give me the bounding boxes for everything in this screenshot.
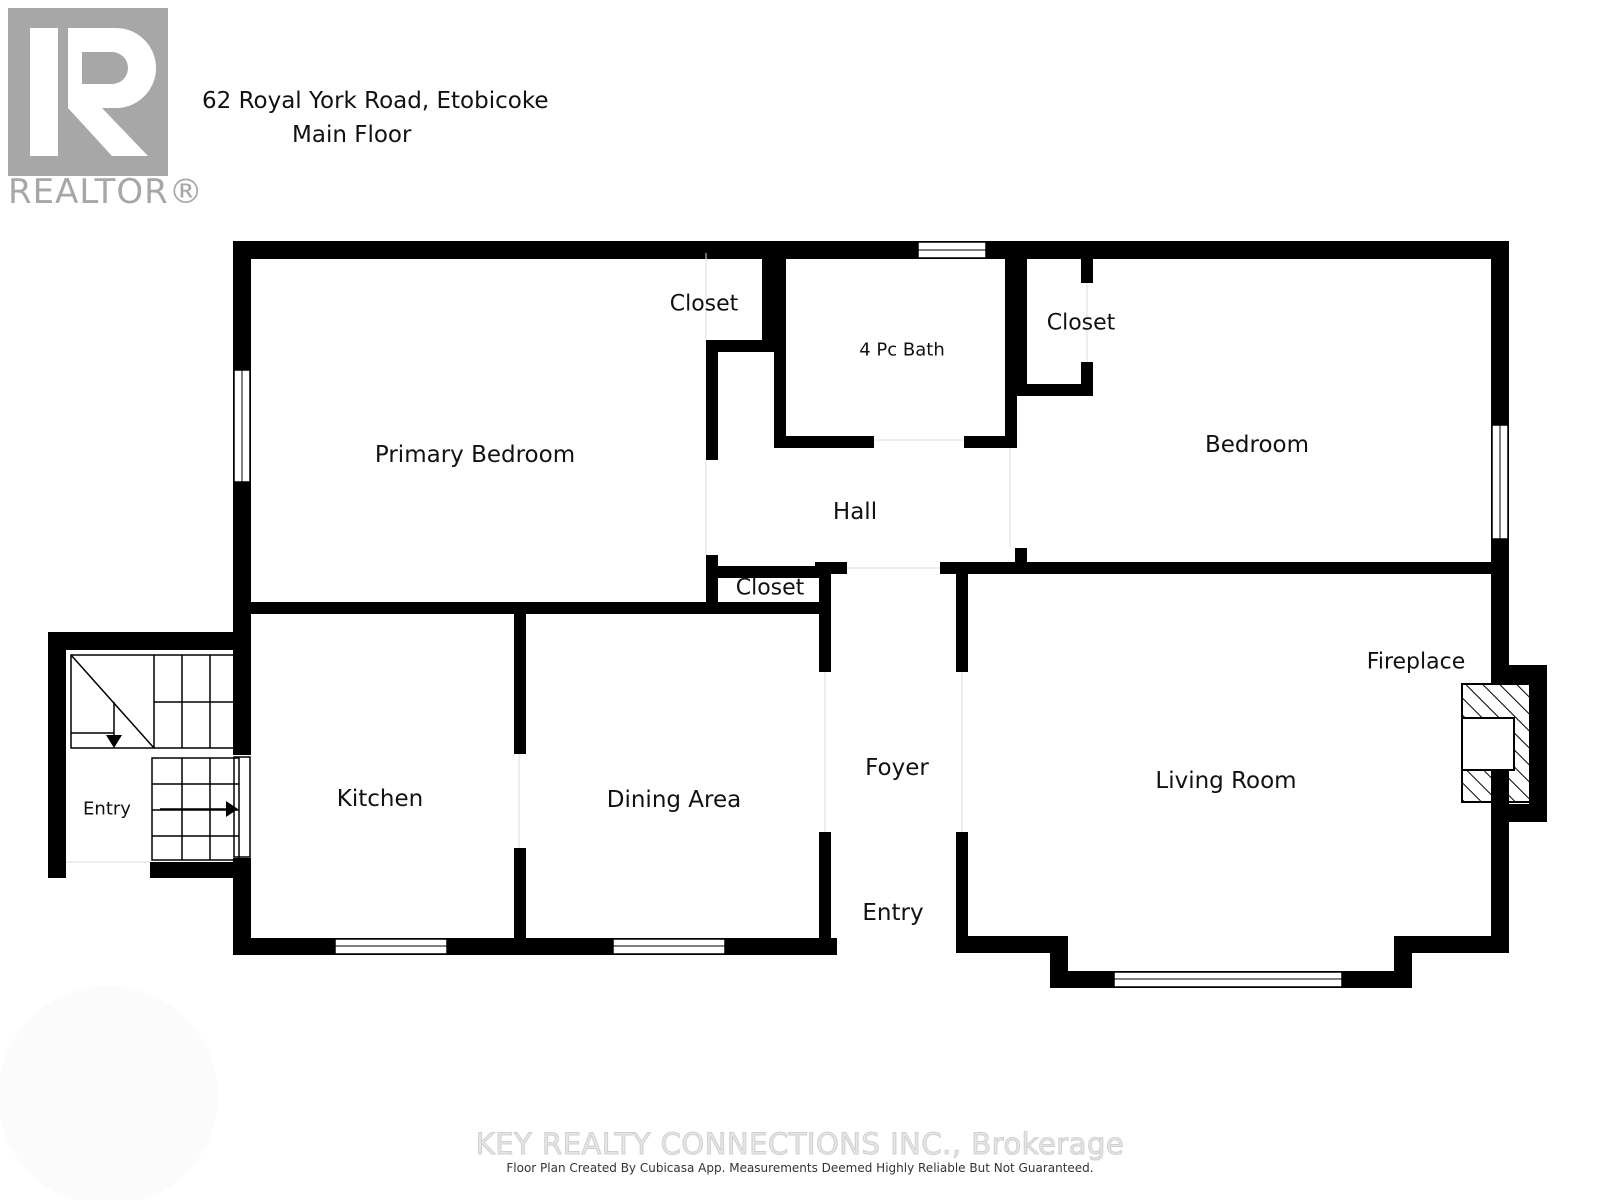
brokerage-watermark: KEY REALTY CONNECTIONS INC., Brokerage	[475, 1127, 1125, 1162]
faint-stamp	[0, 986, 218, 1200]
address-title: 62 Royal York Road, Etobicoke	[202, 88, 549, 114]
room-fireplace: Fireplace	[1366, 649, 1466, 675]
room-bath: 4 Pc Bath	[859, 339, 945, 361]
room-closet-hall: Closet	[735, 575, 805, 601]
room-entry-front: Entry	[862, 900, 924, 926]
floor-plan-credit: Floor Plan Created By Cubicasa App. Meas…	[506, 1161, 1094, 1175]
room-kitchen: Kitchen	[336, 786, 424, 812]
fireplace-icon	[1461, 683, 1541, 803]
floor-title: Main Floor	[292, 122, 412, 148]
room-living: Living Room	[1155, 768, 1297, 794]
stairs	[70, 654, 240, 861]
walls	[48, 241, 1547, 988]
room-bedroom: Bedroom	[1204, 432, 1310, 458]
room-closet-bedroom: Closet	[1046, 310, 1116, 336]
room-primary-bedroom: Primary Bedroom	[374, 442, 576, 468]
room-entry-side: Entry	[83, 798, 131, 820]
room-closet-primary: Closet	[669, 291, 739, 317]
room-dining: Dining Area	[606, 787, 742, 813]
stair-arrow-down-icon	[106, 735, 122, 748]
realtor-logo	[8, 8, 168, 176]
realtor-logo-text: REALTOR®	[8, 172, 204, 212]
room-hall: Hall	[832, 499, 878, 525]
room-foyer: Foyer	[865, 755, 929, 781]
stair-arrow-right-icon	[226, 801, 238, 817]
